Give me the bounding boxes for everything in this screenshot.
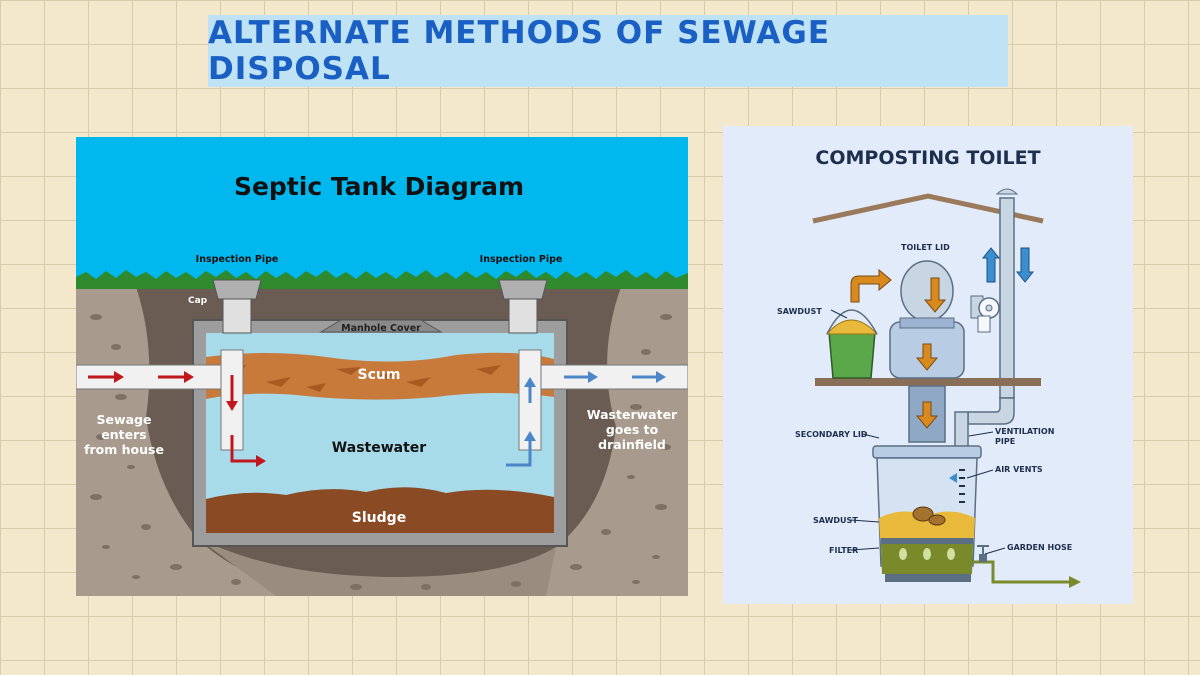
filter [881, 538, 973, 544]
sawdust-bucket [829, 332, 875, 378]
label-air-vents: AIR VENTS [995, 465, 1043, 474]
inspection-pipe-right [509, 295, 537, 333]
label-water-out-line1: Wasterwater [587, 407, 678, 422]
label-wastewater: Wastewater [332, 440, 426, 456]
label-garden-hose: GARDEN HOSE [1007, 543, 1072, 552]
secondary-lid [873, 446, 981, 458]
ventilation-pipe [1000, 198, 1014, 398]
label-secondary-lid: SECONDARY LID [795, 430, 868, 439]
label-toilet-lid: TOILET LID [901, 243, 950, 252]
chamber-base [885, 574, 971, 582]
label-sewage-in-line1: Sewage [97, 412, 152, 427]
label-sewage-in-line3: from house [84, 442, 164, 457]
label-sawdust-bottom: SAWDUST [813, 516, 858, 525]
page-title: ALTERNATE METHODS OF SEWAGE DISPOSAL [208, 15, 1008, 87]
sky [76, 137, 688, 287]
composting-toilet-diagram: COMPOSTING TOILET [723, 126, 1133, 604]
label-inspection-pipe-right: Inspection Pipe [480, 254, 563, 265]
title-banner: ALTERNATE METHODS OF SEWAGE DISPOSAL [208, 15, 1008, 87]
inspection-pipe-left [223, 295, 251, 333]
label-manhole-cover: Manhole Cover [341, 323, 421, 334]
toilet-lid [901, 261, 953, 321]
compost-title: COMPOSTING TOILET [815, 147, 1040, 169]
label-sewage-in-line2: enters [101, 427, 146, 442]
septic-tank-diagram: Septic Tank Diagram Inspection Pipe Insp… [76, 137, 688, 596]
cap-left [213, 280, 261, 299]
label-ventilation-pipe-line1: VENTILATION [995, 427, 1054, 436]
shelf [815, 378, 1041, 386]
label-scum: Scum [358, 367, 401, 383]
label-sawdust-top: SAWDUST [777, 307, 822, 316]
cap-right [499, 280, 547, 299]
label-inspection-pipe-left: Inspection Pipe [196, 254, 279, 265]
label-ventilation-pipe-line2: PIPE [995, 437, 1015, 446]
toilet-rim [900, 318, 954, 328]
label-sludge: Sludge [352, 510, 406, 526]
label-filter: FILTER [829, 546, 858, 555]
label-water-out-line2: goes to [606, 422, 659, 437]
label-cap: Cap [188, 296, 208, 306]
septic-title: Septic Tank Diagram [234, 172, 524, 201]
label-water-out-line3: drainfield [598, 437, 666, 452]
